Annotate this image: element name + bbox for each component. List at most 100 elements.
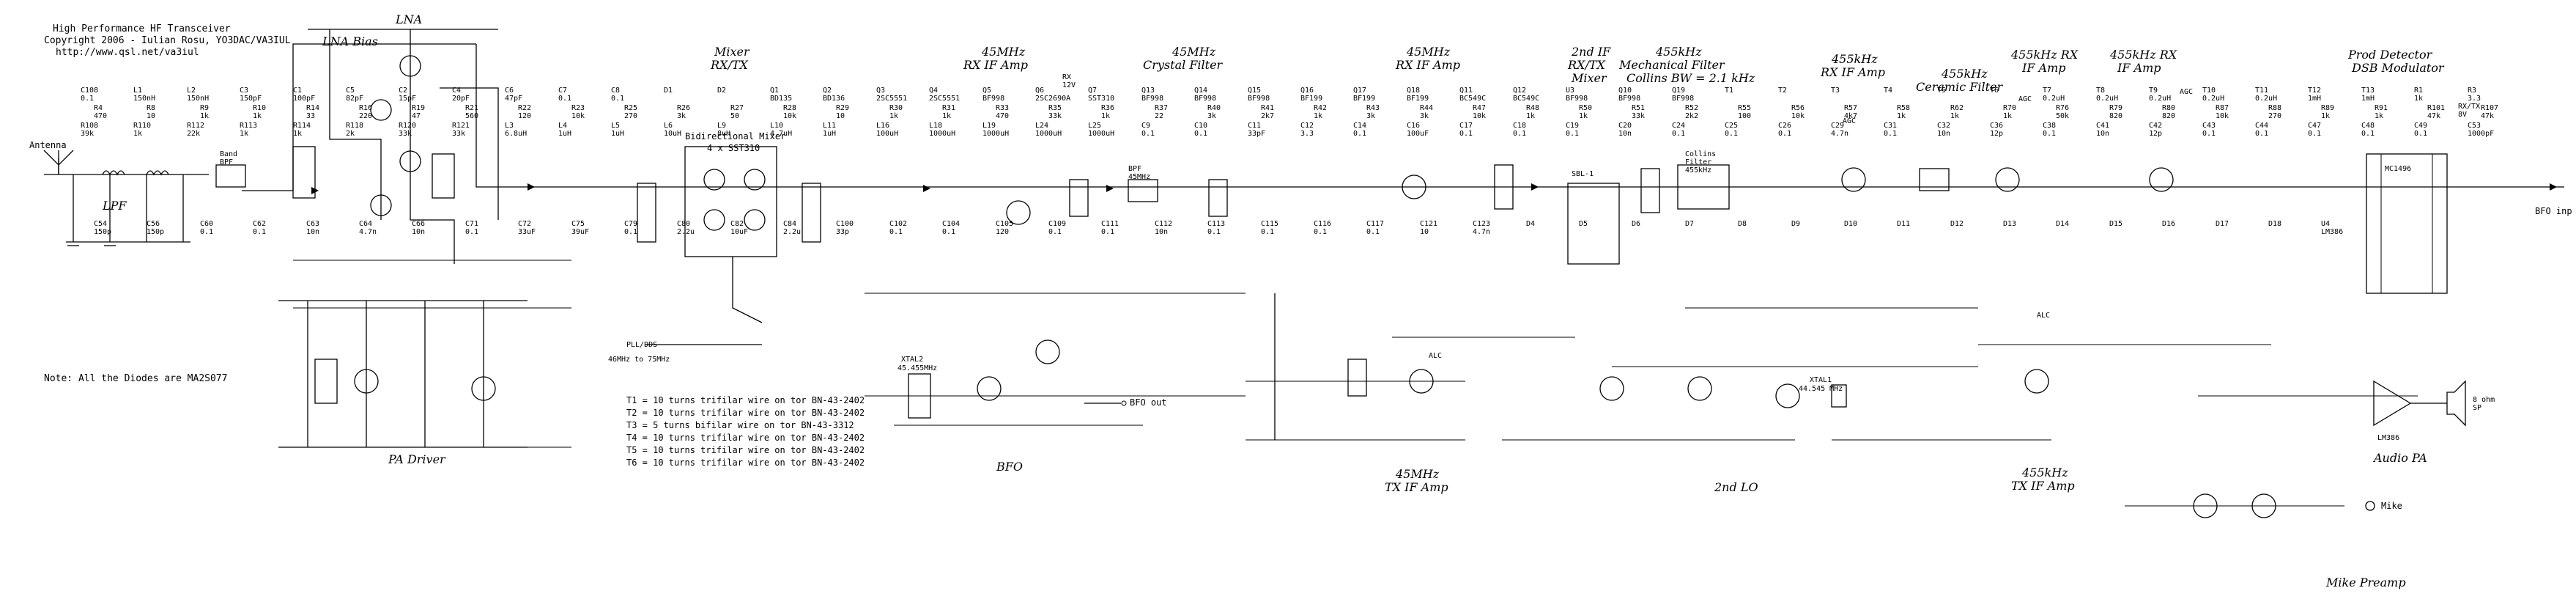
section-lna-bias: LNA Bias: [322, 34, 378, 48]
winding-note-t6: T6 = 10 turns trifilar wire on tor BN-43…: [626, 457, 865, 468]
part-r31: R31 1k: [942, 104, 956, 120]
part-t13: T13 1mH: [2361, 87, 2375, 103]
part-r80: R80 820: [2162, 104, 2176, 120]
label-lm386: LM386: [2377, 434, 2400, 442]
winding-note-t3: T3 = 5 turns bifilar wire on tor BN-43-3…: [626, 420, 854, 430]
part-r29: R29 10: [836, 104, 850, 120]
part-c18: C18 0.1: [1513, 122, 1527, 138]
label-agc-3: AGC: [2180, 88, 2194, 96]
part-r37: R37 22: [1155, 104, 1169, 120]
part-t12: T12 1mH: [2308, 87, 2322, 103]
part-c14: C14 0.1: [1353, 122, 1367, 138]
part-r21: R21 560: [465, 104, 479, 120]
label-alc-2: ALC: [2037, 312, 2051, 320]
section-rx-if45b-sub: RX IF Amp: [1396, 58, 1460, 72]
part-r58: R58 1k: [1897, 104, 1911, 120]
part-r55: R55 100: [1738, 104, 1752, 120]
label-sst310: 4 x SST310: [707, 143, 760, 153]
part-r42: R42 1k: [1314, 104, 1328, 120]
part-c56: C56 150p: [147, 220, 165, 236]
part-l3: L3 6.8uH: [505, 122, 528, 138]
part-r114: R114 1k: [293, 122, 311, 138]
if45-chain: [1006, 164, 1514, 225]
label-bfo-inp: BFO inp: [2535, 206, 2572, 216]
part-c109: C109 0.1: [1048, 220, 1067, 236]
part-l9: L9 8uH: [717, 122, 731, 138]
diode-note: Note: All the Diodes are MA2S077: [44, 373, 228, 384]
label-bpf45: BPF 45MHz: [1128, 165, 1151, 181]
section-mech-sub2: Collins BW = 2.1 kHz: [1626, 71, 1755, 85]
part-c79: C79 0.1: [624, 220, 638, 236]
part-c24: C24 0.1: [1672, 122, 1686, 138]
part-l25: L25 1000uH: [1088, 122, 1115, 138]
section-rx455b: 455kHz RX: [2011, 48, 2079, 62]
part-q15: Q15 BF998: [1248, 87, 1270, 103]
section-lo2: 2nd LO: [1714, 480, 1758, 494]
section-cer455-sub: Ceramic Filter: [1916, 80, 2003, 94]
part-d14: D14: [2056, 220, 2070, 228]
part-r50: R50 1k: [1579, 104, 1593, 120]
part-q12: Q12 BC549C: [1513, 87, 1540, 103]
mike-preamp-stage: [2193, 493, 2375, 518]
part-c38: C38 0.1: [2043, 122, 2057, 138]
part-u3: U3 BF998: [1566, 87, 1588, 103]
part-c123: C123 4.7n: [1473, 220, 1491, 236]
title-line-2: Copyright 2006 - Iulian Rosu, YO3DAC/VA3…: [44, 35, 291, 46]
label-collins: Collins Filter 455kHz: [1685, 150, 1717, 174]
section-rx455b-sub: IF Amp: [2022, 61, 2066, 75]
part-l24: L24 1000uH: [1035, 122, 1062, 138]
section-audio-pa: Audio PA: [2374, 451, 2427, 465]
part-c9: C9 0.1: [1141, 122, 1155, 138]
part-r52: R52 2k2: [1685, 104, 1699, 120]
part-r120: R120 33k: [399, 122, 417, 138]
section-tx-if45-sub: TX IF Amp: [1385, 480, 1448, 494]
part-d4: D4: [1526, 220, 1536, 228]
label-rxtx-8v: RX/TX 8V: [2458, 103, 2481, 119]
part-c26: C26 0.1: [1778, 122, 1792, 138]
label-antenna: Antenna: [29, 140, 67, 150]
part-c104: C104 0.1: [942, 220, 961, 236]
part-r40: R40 3k: [1207, 104, 1221, 120]
part-d1: D1: [664, 87, 673, 95]
part-l1: L1 150nH: [133, 87, 156, 103]
part-c8: C8 0.1: [611, 87, 625, 103]
part-c2: C2 15pF: [399, 87, 417, 103]
part-r51: R51 33k: [1632, 104, 1646, 120]
tx-if45-stage: [1274, 293, 1434, 440]
part-c29: C29 4.7n: [1831, 122, 1849, 138]
part-d7: D7: [1685, 220, 1695, 228]
label-band-bpf: Band BPF: [220, 150, 238, 166]
part-c112: C112 10n: [1155, 220, 1173, 236]
band-bpf-block: [215, 164, 246, 188]
part-t6: T6: [1990, 87, 1999, 95]
part-r41: R41 2k7: [1261, 104, 1275, 120]
part-c20: C20 10n: [1618, 122, 1632, 138]
part-c3: C3 150pF: [240, 87, 262, 103]
part-c43: C43 0.1: [2202, 122, 2216, 138]
winding-note-t1: T1 = 10 turns trifilar wire on tor BN-43…: [626, 395, 865, 405]
label-pll-freq: 46MHz to 75MHz: [608, 356, 670, 364]
section-mike-preamp: Mike Preamp: [2326, 576, 2406, 589]
label-alc-1: ALC: [1429, 352, 1443, 360]
part-c41: C41 10n: [2096, 122, 2110, 138]
part-r91: R91 1k: [2375, 104, 2388, 120]
tx-if455-transistor: [2024, 369, 2049, 394]
section-rx455a-sub: RX IF Amp: [1821, 65, 1885, 79]
audio-pa-stage: [2373, 380, 2466, 427]
part-c82: C82 10uF: [730, 220, 749, 236]
section-tx455-sub: TX IF Amp: [2011, 479, 2075, 493]
label-xtal2: XTAL2: [901, 356, 924, 364]
part-r44: R44 3k: [1420, 104, 1434, 120]
label-bfo-out: BFO out: [1130, 397, 1167, 408]
section-prod: Prod Detector: [2348, 48, 2432, 62]
section-lpf: LPF: [103, 199, 127, 213]
part-r3: R3 3.3: [2468, 87, 2481, 103]
part-l19: L19 1000uH: [982, 122, 1010, 138]
label-speaker: 8 ohm SP: [2473, 396, 2495, 412]
label-agc-1: AGC: [1843, 117, 1857, 125]
part-c42: C42 12p: [2149, 122, 2163, 138]
part-q10: Q10 BF998: [1618, 87, 1641, 103]
part-r76: R76 50k: [2056, 104, 2070, 120]
section-mech: 455kHz: [1656, 45, 1702, 59]
